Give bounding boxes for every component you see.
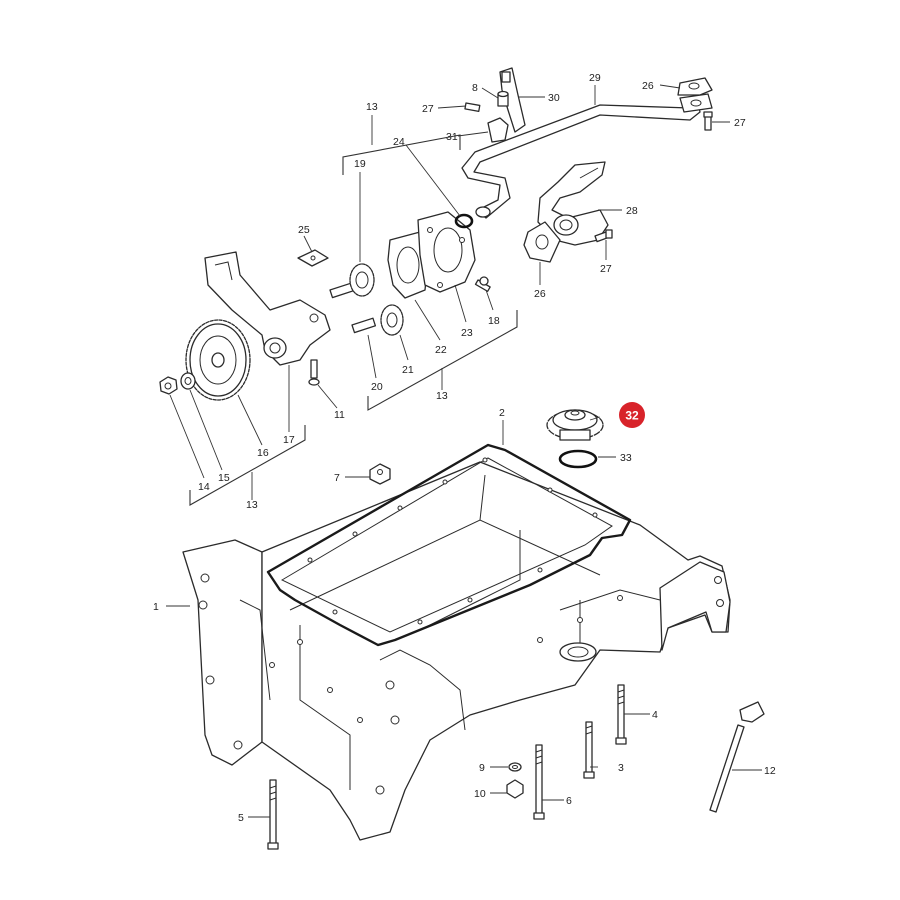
bolt-6[interactable] <box>533 744 545 820</box>
callout-30[interactable]: 30 <box>548 92 560 104</box>
callout-32-highlight[interactable]: 32 <box>619 402 645 428</box>
callout-32[interactable]: 32 <box>625 409 639 423</box>
cap-oring[interactable] <box>558 449 598 469</box>
callout-22[interactable]: 22 <box>435 344 447 356</box>
callout-33[interactable]: 33 <box>620 452 632 464</box>
flange-screw-middle[interactable] <box>594 229 613 243</box>
square-nut[interactable] <box>369 463 391 485</box>
callout-21[interactable]: 21 <box>402 364 414 376</box>
callout-13-left[interactable]: 13 <box>246 499 258 511</box>
callout-10[interactable]: 10 <box>474 788 486 800</box>
callout-29[interactable]: 29 <box>589 72 601 84</box>
pipe-flange-upper[interactable] <box>677 77 713 113</box>
bolt-3[interactable] <box>583 721 595 779</box>
callout-13-right[interactable]: 13 <box>436 390 448 402</box>
drive-shaft-gear[interactable] <box>329 263 375 299</box>
bolt-4[interactable] <box>615 684 627 745</box>
idler-shaft[interactable] <box>351 317 377 334</box>
callout-7[interactable]: 7 <box>334 472 340 484</box>
callout-13-top[interactable]: 13 <box>366 101 378 113</box>
oil-pan[interactable] <box>182 461 731 841</box>
callout-14[interactable]: 14 <box>198 481 210 493</box>
drive-gear[interactable] <box>185 319 251 401</box>
callout-18[interactable]: 18 <box>488 315 500 327</box>
pump-gasket[interactable] <box>387 231 429 299</box>
group-bracket-13-left <box>189 425 306 506</box>
callout-26-upper[interactable]: 26 <box>642 80 654 92</box>
callout-23[interactable]: 23 <box>461 327 473 339</box>
pump-cover[interactable] <box>417 211 476 293</box>
clamp-bolt-8[interactable] <box>497 90 509 107</box>
suction-pipe[interactable] <box>537 161 609 246</box>
callout-27-right[interactable]: 27 <box>734 117 746 129</box>
clamp-screw-27[interactable] <box>464 102 481 112</box>
drain-plug[interactable] <box>506 779 524 799</box>
leader-lines <box>166 84 762 818</box>
callout-15[interactable]: 15 <box>218 472 230 484</box>
shim-plate[interactable] <box>297 249 329 267</box>
callout-28[interactable]: 28 <box>626 205 638 217</box>
callout-24[interactable]: 24 <box>393 136 405 148</box>
pan-gasket[interactable] <box>266 443 632 647</box>
pump-bracket[interactable] <box>204 251 331 366</box>
callout-3[interactable]: 3 <box>618 762 624 774</box>
group-bracket-13-right <box>367 310 518 411</box>
callout-labels: 1 2 3 4 5 6 7 8 9 10 11 12 13 13 13 14 1… <box>153 72 776 824</box>
pipe-flange-lower[interactable] <box>523 221 561 263</box>
highlight-badge[interactable] <box>619 402 645 428</box>
callout-16[interactable]: 16 <box>257 447 269 459</box>
cover-screw-18[interactable] <box>474 276 491 292</box>
pipe-clamp-31[interactable] <box>487 117 509 143</box>
flange-screw-upper[interactable] <box>703 111 713 131</box>
drain-washer[interactable] <box>508 762 522 772</box>
callout-12[interactable]: 12 <box>764 765 776 777</box>
callout-6[interactable]: 6 <box>566 795 572 807</box>
callout-4[interactable]: 4 <box>652 709 658 721</box>
gear-washer[interactable] <box>180 372 196 390</box>
idler-gear[interactable] <box>380 304 404 336</box>
pipe-oring[interactable] <box>454 213 474 229</box>
callout-2[interactable]: 2 <box>499 407 505 419</box>
callout-27-middle[interactable]: 27 <box>600 263 612 275</box>
callout-11[interactable]: 11 <box>334 409 345 421</box>
group-bracket-13-top <box>342 115 461 175</box>
dipstick[interactable] <box>709 701 765 813</box>
callout-5[interactable]: 5 <box>238 812 244 824</box>
callout-31[interactable]: 31 <box>446 131 458 143</box>
filler-cap[interactable] <box>546 409 604 441</box>
gear-nut[interactable] <box>159 376 178 395</box>
bolt-5[interactable] <box>267 779 279 850</box>
callout-27-left[interactable]: 27 <box>422 103 434 115</box>
callout-26-lower[interactable]: 26 <box>534 288 546 300</box>
callout-25[interactable]: 25 <box>298 224 310 236</box>
callout-9[interactable]: 9 <box>479 762 485 774</box>
callout-8[interactable]: 8 <box>472 82 478 94</box>
callout-17[interactable]: 17 <box>283 434 295 446</box>
callout-1[interactable]: 1 <box>153 601 159 613</box>
oil-pipe[interactable] <box>461 99 701 219</box>
callout-19[interactable]: 19 <box>354 158 366 170</box>
pump-screw-11[interactable] <box>308 359 320 386</box>
callout-20[interactable]: 20 <box>371 381 383 393</box>
gasket-holes <box>307 457 598 625</box>
